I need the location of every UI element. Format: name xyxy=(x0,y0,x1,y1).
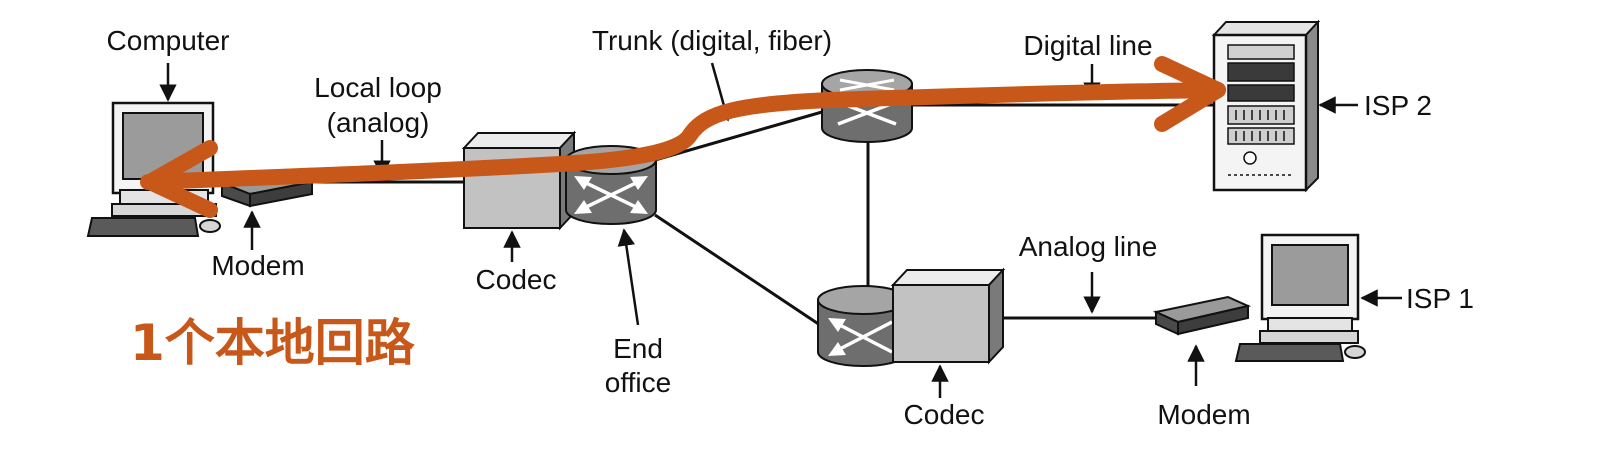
label-trunk: Trunk (digital, fiber) xyxy=(592,25,832,56)
label-local-loop-analog: (analog) xyxy=(327,107,430,138)
label-digital-line: Digital line xyxy=(1023,30,1152,61)
highlight-stroke xyxy=(140,82,1226,190)
codec-bottom-box xyxy=(890,267,1006,365)
label-codec-left: Codec xyxy=(476,264,557,295)
label-end-office-2: office xyxy=(605,367,671,398)
label-isp1: ISP 1 xyxy=(1406,283,1474,314)
label-modem-right: Modem xyxy=(1157,399,1250,430)
label-analog-line: Analog line xyxy=(1019,231,1158,262)
server-isp2 xyxy=(1211,19,1321,193)
computer-isp1 xyxy=(1234,233,1366,362)
highlight-arrowhead-right xyxy=(1154,56,1226,132)
highlight-path xyxy=(140,56,1226,218)
switch-bottom xyxy=(817,285,909,367)
codec-left-box xyxy=(461,130,577,231)
computer-left xyxy=(86,101,221,237)
label-modem-left: Modem xyxy=(211,250,304,281)
network-lines xyxy=(300,103,1225,327)
label-computer: Computer xyxy=(107,25,230,56)
label-codec-bottom: Codec xyxy=(904,399,985,430)
modem-right xyxy=(1152,295,1252,336)
label-end-office-1: End xyxy=(613,333,663,364)
trunk-line xyxy=(654,110,823,162)
end-office-arrow xyxy=(617,228,640,326)
annotation-local-loop-count: 1个本地回路 xyxy=(130,314,416,372)
label-isp2: ISP 2 xyxy=(1364,90,1432,121)
highlight-arrowhead-left xyxy=(142,140,218,218)
end-office-to-switch-line xyxy=(654,213,821,327)
text-labels: Computer Local loop (analog) Trunk (digi… xyxy=(107,25,1474,430)
label-local-loop: Local loop xyxy=(314,72,442,103)
